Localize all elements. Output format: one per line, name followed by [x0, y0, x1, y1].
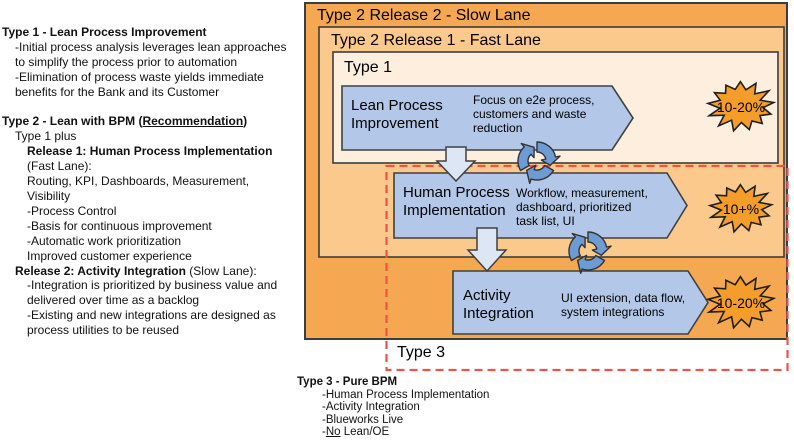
text-line: -Human Process Implementation	[297, 389, 557, 402]
text-line: -Basis for continuous improvement	[2, 219, 312, 234]
text-segment: Routing, KPI, Dashboards, Measurement,	[27, 174, 250, 189]
type3-dashed-region	[385, 164, 789, 372]
benefit-badge: 10-20%	[716, 99, 766, 115]
text-line: Type 1 plus	[2, 129, 312, 144]
text-line: Improved customer experience	[2, 249, 312, 264]
text-segment: -Process Control	[27, 203, 117, 218]
text-segment: Type 1 plus	[15, 129, 77, 144]
text-line: Release 2: Activity Integration (Slow La…	[2, 264, 312, 279]
text-line: -Elimination of process waste yields imm…	[2, 70, 312, 85]
cycle-arrows-icon	[568, 231, 612, 274]
down-arrow-icon	[466, 227, 508, 273]
text-segment: -Blueworks Live	[322, 413, 404, 426]
text-line: -Integration is prioritized by business …	[2, 278, 312, 293]
type3-notes-panel: Type 3 - Pure BPM-Human Process Implemen…	[297, 376, 557, 439]
text-line: process utilities to be reused	[2, 323, 312, 338]
text-line: -Activity Integration	[297, 401, 557, 414]
text-segment: Type 3 - Pure BPM	[297, 376, 398, 388]
text-segment: Release 1: Human Process Implementation	[27, 144, 273, 159]
text-line: to simplify the process prior to automat…	[2, 55, 312, 70]
text-segment: -Initial process analysis leverages lean…	[15, 39, 287, 54]
text-segment: No	[325, 426, 341, 439]
text-segment: Release 2: Activity Integration	[15, 263, 186, 278]
cycle-arrow-segment	[568, 232, 586, 262]
cycle-arrows-icon	[517, 141, 561, 184]
text-segment: Recommendation	[142, 114, 244, 129]
text-segment: -Existing and new integrations are desig…	[27, 308, 276, 323]
text-segment: (Fast Lane):	[27, 159, 92, 174]
text-line: benefits for the Bank and its Customer	[2, 85, 312, 100]
cycle-arrow-segment	[525, 164, 555, 184]
text-segment: (Slow Lane):	[185, 263, 257, 278]
lean-process-improvement-arrow	[341, 85, 634, 151]
text-line: -No Lean/OE	[297, 426, 557, 439]
text-segment: -Elimination of process waste yields imm…	[15, 69, 264, 84]
text-line: Routing, KPI, Dashboards, Measurement,	[2, 174, 312, 189]
text-line: Visibility	[2, 189, 312, 204]
text-line: -Existing and new integrations are desig…	[2, 308, 312, 323]
fast-lane-title: Type 2 Release 1 - Fast Lane	[331, 32, 541, 49]
text-line: -Initial process analysis leverages lean…	[2, 40, 312, 55]
text-segment: )	[243, 114, 248, 129]
cycle-arrow-segment	[536, 141, 561, 166]
text-segment: -Integration is prioritized by business …	[27, 278, 278, 293]
text-line: (Fast Lane):	[2, 159, 312, 174]
starburst-badge-shape	[707, 183, 775, 234]
text-line	[2, 100, 312, 115]
stage-label-lean-process: Lean Process Improvement	[351, 97, 443, 132]
starburst-badge-shape	[705, 80, 777, 133]
text-segment: Type 1 - Lean Process Improvement	[2, 25, 207, 39]
stage-label-human-process: Human Process Implementation	[403, 184, 510, 219]
cycle-arrow-segment	[587, 231, 612, 256]
stage-desc-human-process: Workflow, measurement, dashboard, priori…	[516, 186, 648, 228]
text-segment: process utilities to be reused	[27, 323, 180, 338]
type3-title: Type 3	[397, 344, 446, 361]
text-line: -Blueworks Live	[297, 414, 557, 427]
text-segment: Improved customer experience	[27, 248, 192, 263]
text-segment: Visibility	[27, 188, 71, 203]
starburst-badge-shape	[705, 275, 777, 330]
text-segment: delivered over time as a backlog	[27, 293, 200, 308]
text-segment: -Activity Integration	[322, 401, 420, 414]
stage-desc-lean-process: Focus on e2e process, customers and wast…	[473, 93, 595, 135]
text-line: Type 1 - Lean Process Improvement	[2, 25, 312, 40]
text-line: delivered over time as a backlog	[2, 293, 312, 308]
activity-integration-arrow	[452, 270, 709, 335]
left-notes-panel: Type 1 - Lean Process Improvement-Initia…	[2, 25, 312, 338]
text-segment: Type 2 - Lean with BPM (	[2, 114, 143, 129]
cycle-arrow-segment	[576, 254, 606, 274]
text-segment: -Basis for continuous improvement	[27, 218, 212, 233]
down-arrow-icon	[435, 146, 477, 183]
cycle-arrow-segment	[517, 142, 535, 172]
benefit-badge: 10-20%	[716, 295, 766, 311]
text-line: -Automatic work prioritization	[2, 234, 312, 249]
stage-desc-activity-integration: UI extension, data flow, system integrat…	[561, 291, 686, 319]
human-process-implementation-arrow	[393, 172, 688, 239]
text-line: Type 2 - Lean with BPM (Recommendation)	[2, 114, 312, 129]
text-segment: to simplify the process prior to automat…	[15, 54, 238, 69]
stage-label-activity-integration: Activity Integration	[463, 287, 534, 322]
text-segment: -Human Process Implementation	[322, 388, 490, 401]
text-line: Type 3 - Pure BPM	[297, 376, 557, 389]
type1-title: Type 1	[344, 59, 393, 76]
benefit-badge: 10+%	[722, 201, 760, 217]
text-line: -Process Control	[2, 204, 312, 219]
text-segment: -	[322, 426, 326, 439]
text-line: Release 1: Human Process Implementation	[2, 144, 312, 159]
slow-lane-title: Type 2 Release 2 - Slow Lane	[317, 7, 531, 24]
text-segment: -Automatic work prioritization	[27, 233, 182, 248]
text-segment: Lean/OE	[340, 426, 390, 439]
text-segment: benefits for the Bank and its Customer	[15, 84, 220, 99]
